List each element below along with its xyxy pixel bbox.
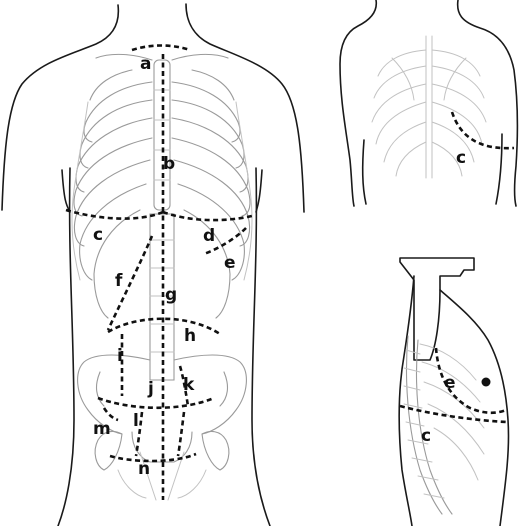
label-i: i (117, 346, 123, 366)
lateral-torso-view: e c (399, 258, 508, 526)
incision-l-right (178, 412, 184, 456)
incision-c-front (66, 210, 163, 219)
front-right-arm-line (252, 168, 270, 526)
label-a: a (140, 54, 151, 74)
front-left-armpit (62, 170, 70, 212)
front-torso-outline (2, 4, 304, 212)
label-e: e (224, 253, 236, 273)
label-d: d (203, 226, 215, 246)
label-n: n (138, 459, 150, 479)
incision-d (163, 212, 252, 220)
marker-dot (482, 378, 491, 387)
label-b: b (163, 154, 175, 174)
label-g: g (165, 285, 177, 305)
lateral-torso-outline (399, 276, 414, 526)
lateral-spine (404, 336, 484, 514)
label-back-c: c (456, 148, 466, 168)
label-h: h (184, 326, 196, 346)
back-ribcage (372, 36, 486, 178)
front-torso-view: a b c d e f g h i j k l m n (2, 4, 304, 526)
back-torso-outline (340, 0, 517, 206)
label-k: k (183, 375, 195, 395)
incision-c-back (452, 112, 514, 148)
label-f: f (115, 271, 123, 291)
label-m: m (93, 419, 111, 439)
label-side-c: c (421, 426, 431, 446)
label-c: c (93, 225, 103, 245)
incision-a (132, 46, 190, 51)
label-l: l (133, 411, 139, 431)
incision-j (98, 398, 214, 408)
label-side-e: e (444, 373, 456, 393)
back-torso-view: c (340, 0, 517, 206)
label-j: j (147, 379, 154, 399)
incision-c-side (400, 406, 506, 422)
